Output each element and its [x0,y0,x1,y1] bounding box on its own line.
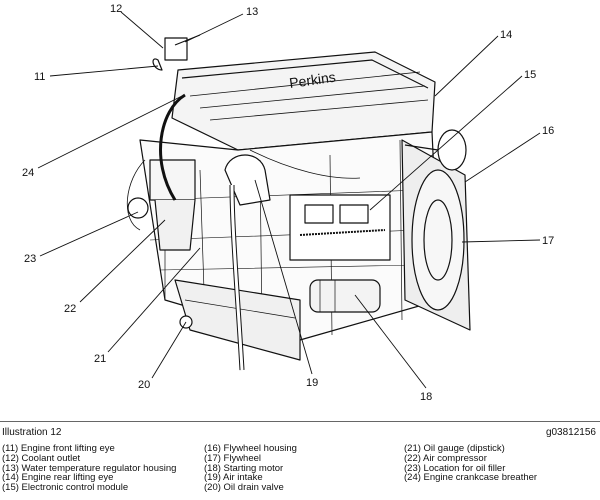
legend-item: (11) Engine front lifting eye [2,443,115,454]
callout-24: 24 [22,167,34,179]
legend-item: (20) Oil drain valve [204,482,284,494]
engine-illustration: Perkins [22,3,554,403]
legend-item: (18) Starting motor [204,462,284,474]
legend-item: (13) Water temperature regulator housing [2,462,177,474]
legend-item: (15) Electronic control module [2,482,129,494]
legend-item: (23) Location for oil filler [404,462,506,474]
callout-19: 19 [306,377,318,389]
legend-column-3: (21) Oil gauge (dipstick) (22) Air compr… [404,444,537,483]
engine-drawing: Perkins [126,34,471,371]
callout-16: 16 [542,125,554,137]
legend-item: (14) Engine rear lifting eye [2,472,114,484]
callout-22: 22 [64,303,76,315]
callout-18: 18 [420,391,432,403]
legend-item: (16) Flywheel housing [204,443,297,454]
legend-column-2: (16) Flywheel housing (17) Flywheel (18)… [204,444,297,493]
callout-20: 20 [138,379,150,391]
legend-column-1: (11) Engine front lifting eye (12) Coola… [2,444,176,493]
valve-cover-brand: Perkins [288,69,336,91]
callout-13: 13 [246,6,258,18]
callout-11: 11 [34,71,45,83]
callout-21: 21 [94,353,106,365]
callout-23: 23 [24,253,36,265]
legend-item: (21) Oil gauge (dipstick) [404,443,505,454]
callout-15: 15 [524,69,536,81]
callout-12: 12 [110,3,122,15]
legend-item: (12) Coolant outlet [2,452,81,464]
callout-14: 14 [500,29,512,41]
figure-caption: Illustration 12 g03812156 (11) Engine fr… [0,425,600,500]
callout-17: 17 [542,235,554,247]
legend-item: (17) Flywheel [204,452,262,464]
legend-item: (19) Air intake [204,472,263,484]
callout-numbers: 11 12 13 14 15 16 17 18 19 20 21 22 23 2… [22,3,554,403]
leader-lines [37,11,541,389]
legend-item: (22) Air compressor [404,452,487,464]
caption-title: Illustration 12 [2,427,62,438]
caption-code: g03812156 [545,427,596,438]
caption-divider [0,421,600,422]
legend-item: (24) Engine crankcase breather [404,472,538,484]
